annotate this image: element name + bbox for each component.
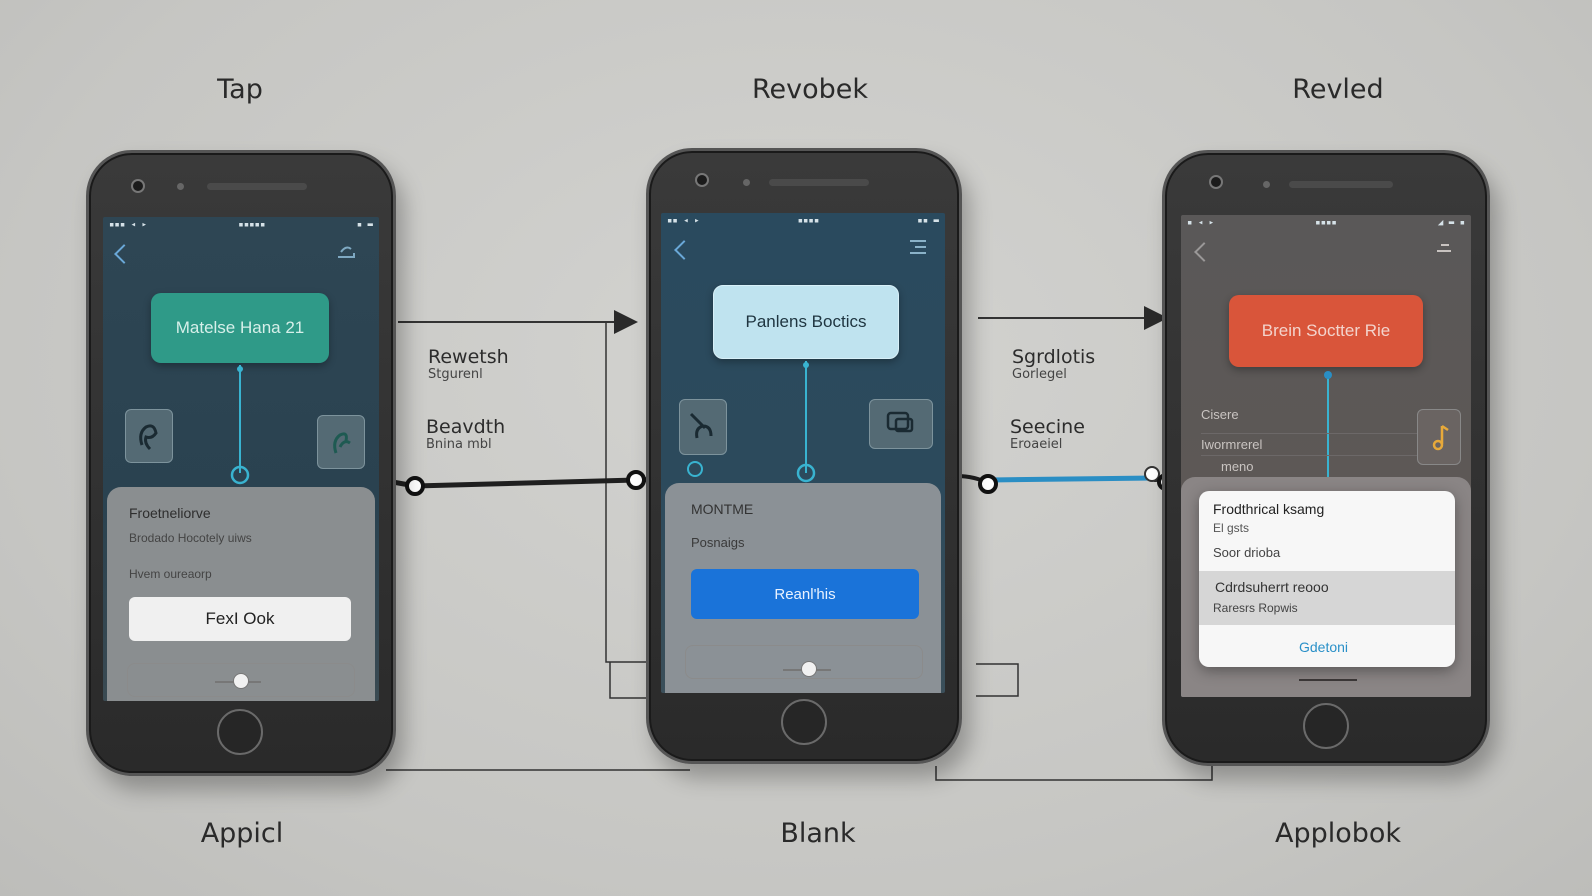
phone-step-1: ▪▪▪ ◂ ▸▪▪▪▪▪▪ ▬ Matelse Hana 21 Froetnel… xyxy=(86,150,396,776)
phone-step-3: ▪ ◂ ▸▪▪▪▪◢ ▬ ▪ Brein Soctter Rie Cisere … xyxy=(1162,150,1490,766)
settings-icon[interactable] xyxy=(1433,239,1455,257)
step-2-top-label: Revobek xyxy=(751,74,869,105)
sheet-line: Brodado Hocotely uiws xyxy=(129,531,252,545)
transition-label-4: Seecine Eroaeiel xyxy=(1010,416,1085,452)
dialog-title: Frodthrical ksamg xyxy=(1213,501,1325,517)
list-item[interactable]: Iwormrerel xyxy=(1201,433,1421,456)
step-1-top-label: Tap xyxy=(217,74,263,105)
sheet-title: Froetneliorve xyxy=(129,505,211,521)
dialog-band-text: Cdrdsuherrt reooo xyxy=(1215,579,1329,595)
camera-icon xyxy=(1209,175,1223,189)
speaker-grille xyxy=(769,179,869,186)
flow-line-blue-3 xyxy=(989,475,1155,483)
flow-node xyxy=(1144,466,1160,482)
transition-sub: Bnina mbl xyxy=(426,436,492,452)
transition-sub: Gorlegel xyxy=(1012,366,1067,382)
step-3-top-label: Revled xyxy=(1292,74,1384,105)
transition-label-2: Beavdth Bnina mbl xyxy=(426,416,506,452)
node-button[interactable]: Brein Soctter Rie xyxy=(1229,295,1423,367)
tap-icon[interactable] xyxy=(679,399,727,455)
dialog: Frodthrical ksamg El gsts Soor drioba Cd… xyxy=(1199,491,1455,667)
sheet-line: Hvem oureaorp xyxy=(129,567,212,581)
transition-sub: Eroaeiel xyxy=(1010,436,1063,452)
dialog-line: Soor drioba xyxy=(1213,545,1281,560)
list-item[interactable]: meno xyxy=(1221,459,1254,474)
home-indicator xyxy=(1299,679,1357,681)
speaker-grille xyxy=(1289,181,1393,188)
camera-icon xyxy=(131,179,145,193)
node-connector xyxy=(230,365,250,485)
gesture-icon[interactable] xyxy=(125,409,173,463)
list-item[interactable]: Cisere xyxy=(1201,407,1239,422)
screen: ▪▪ ◂ ▸▪▪▪▪▪▪ ▬ Panlens Boctics MONTME Po… xyxy=(661,213,945,693)
flow-node xyxy=(405,476,425,496)
transition-label-3: Sgrdlotis Gorlegel xyxy=(1012,346,1096,382)
phone-step-2: ▪▪ ◂ ▸▪▪▪▪▪▪ ▬ Panlens Boctics MONTME Po… xyxy=(646,148,962,764)
step-2-bottom-label: Blank xyxy=(780,818,856,849)
screen-icon[interactable] xyxy=(869,399,933,449)
flow-node xyxy=(626,470,646,490)
music-note-icon[interactable] xyxy=(1417,409,1461,465)
home-button[interactable] xyxy=(1303,703,1349,749)
slider-container xyxy=(127,663,355,697)
slider-knob[interactable] xyxy=(801,661,817,677)
bottom-sheet: MONTME Posnaigs Reanl'his xyxy=(665,483,941,693)
bottom-sheet: Froetneliorve Brodado Hocotely uiws Hvem… xyxy=(107,487,375,701)
transition-title: Seecine xyxy=(1010,416,1085,438)
camera-icon xyxy=(695,173,709,187)
dialog-action-button[interactable]: Gdetoni xyxy=(1299,639,1349,655)
sheet-line: Posnaigs xyxy=(691,535,745,550)
share-icon[interactable] xyxy=(335,243,357,261)
transition-title: Rewetsh xyxy=(428,346,509,368)
step-3-bottom-label: Applobok xyxy=(1274,818,1402,849)
slider-knob[interactable] xyxy=(233,673,249,689)
screen: ▪ ◂ ▸▪▪▪▪◢ ▬ ▪ Brein Soctter Rie Cisere … xyxy=(1181,215,1471,697)
status-bar: ▪▪ ◂ ▸▪▪▪▪▪▪ ▬ xyxy=(667,216,939,226)
node-connector xyxy=(1324,371,1332,483)
speaker-grille xyxy=(207,183,307,190)
sensor-dot xyxy=(743,179,750,186)
node-button[interactable]: Panlens Boctics xyxy=(713,285,899,359)
transition-title: Beavdth xyxy=(426,416,506,438)
menu-icon[interactable] xyxy=(907,237,929,255)
bracket-line-2 xyxy=(976,663,1019,697)
home-button[interactable] xyxy=(781,699,827,745)
dialog-band: Cdrdsuherrt reooo Raresrs Ropwis xyxy=(1199,571,1455,625)
status-bar: ▪▪▪ ◂ ▸▪▪▪▪▪▪ ▬ xyxy=(109,220,373,230)
sensor-dot xyxy=(177,183,184,190)
hand-icon[interactable] xyxy=(317,415,365,469)
transition-label-1: Rewetsh Stgurenl xyxy=(428,346,509,382)
transition-sub: Stgurenl xyxy=(428,366,483,382)
dialog-line: El gsts xyxy=(1213,521,1250,535)
dialog-band-text: Raresrs Ropwis xyxy=(1213,601,1298,615)
node-connector xyxy=(687,361,816,483)
flow-node xyxy=(978,474,998,494)
step-1-bottom-label: Appicl xyxy=(200,818,284,849)
node-button[interactable]: Matelse Hana 21 xyxy=(151,293,329,363)
status-bar: ▪ ◂ ▸▪▪▪▪◢ ▬ ▪ xyxy=(1187,218,1465,228)
sheet-title: MONTME xyxy=(691,501,754,517)
bottom-line-2 xyxy=(935,766,1213,781)
primary-button[interactable]: Reanl'his xyxy=(691,569,919,619)
sensor-dot xyxy=(1263,181,1270,188)
home-button[interactable] xyxy=(217,709,263,755)
screen: ▪▪▪ ◂ ▸▪▪▪▪▪▪ ▬ Matelse Hana 21 Froetnel… xyxy=(103,217,379,701)
transition-title: Sgrdlotis xyxy=(1012,346,1096,368)
primary-button[interactable]: FexI Ook xyxy=(129,597,351,641)
slider-container xyxy=(685,645,923,679)
